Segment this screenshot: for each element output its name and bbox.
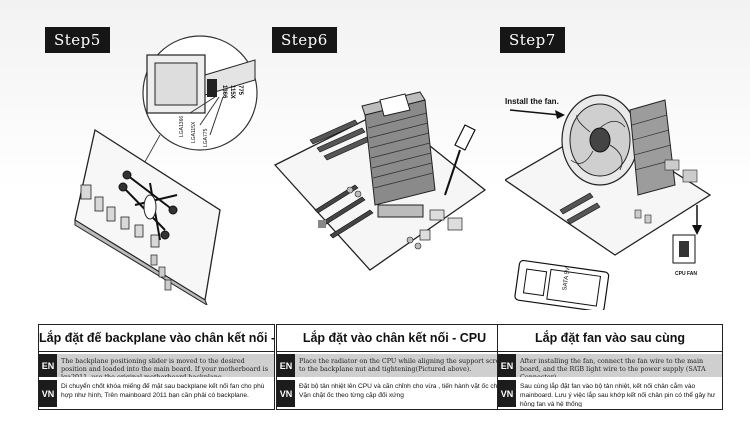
step5-en-row: EN The backplane positioning slider is m… [39,354,274,377]
step6-vn-label: VN [277,380,295,407]
install-fan-callout: Install the fan. [505,97,559,106]
step5-vn-text: Di chuyển chốt khóa miếng đế mặt sau bac… [61,383,265,399]
step5-panel: Lắp đặt đế backplane vào chân kết nối - … [38,324,275,410]
step7-en-row: EN After installing the fan, connect the… [498,354,722,377]
step6-title: Lắp đặt vào chân kết nối - CPU [277,325,512,352]
step5-backplane-illustration: 1366 115X 775 LGA1366 LGA115X LGA775 [55,35,270,305]
step7-vn-row: VN Sau cùng lắp đặt fan vào bộ tản nhiệt… [498,380,722,407]
step7-panel: Lắp đặt fan vào sau cùng EN After instal… [497,324,723,410]
step7-vn-text: Sau cùng lắp đặt fan vào bộ tản nhiệt, k… [520,383,716,407]
step7-badge: Step7 [500,27,565,53]
step6-en-label: EN [277,354,295,377]
label-775: 775 [237,85,243,96]
step5-en-label: EN [39,354,57,377]
step5-vn-row: VN Di chuyển chốt khóa miếng đế mặt sau … [39,380,274,407]
sata-5v-label: SATA 5V [562,267,571,291]
step5-en-text: The backplane positioning slider is move… [61,357,268,377]
step5-badge: Step5 [45,27,110,53]
step6-vn-text: Đặt bộ tản nhiệt lên CPU và căn chỉnh ch… [299,383,505,399]
step7-en-text: After installing the fan, connect the fa… [520,357,706,377]
step6-en-text: Place the radiator on the CPU while alig… [299,357,505,373]
step6-badge: Step6 [272,27,337,53]
label-lga115x: LGA115X [191,121,197,143]
label-lga775: LGA775 [203,128,209,147]
step5-vn-label: VN [39,380,57,407]
step7-en-label: EN [498,354,516,377]
step6-vn-row: VN Đặt bộ tản nhiệt lên CPU và căn chỉnh… [277,380,512,407]
label-1366: 1366 [221,85,227,99]
step6-panel: Lắp đặt vào chân kết nối - CPU EN Place … [276,324,513,410]
label-115x: 115X [229,85,235,99]
step7-title: Lắp đặt fan vào sau cùng [498,325,722,352]
step7-fan-illustration: CPU FAN SATA 5V [505,85,720,310]
step6-heatsink-illustration [270,70,490,280]
cpu-fan-label: CPU FAN [675,271,697,277]
step6-en-row: EN Place the radiator on the CPU while a… [277,354,512,377]
label-lga1366: LGA1366 [179,116,185,137]
step7-vn-label: VN [498,380,516,407]
step5-title: Lắp đặt đế backplane vào chân kết nối - … [39,325,274,352]
